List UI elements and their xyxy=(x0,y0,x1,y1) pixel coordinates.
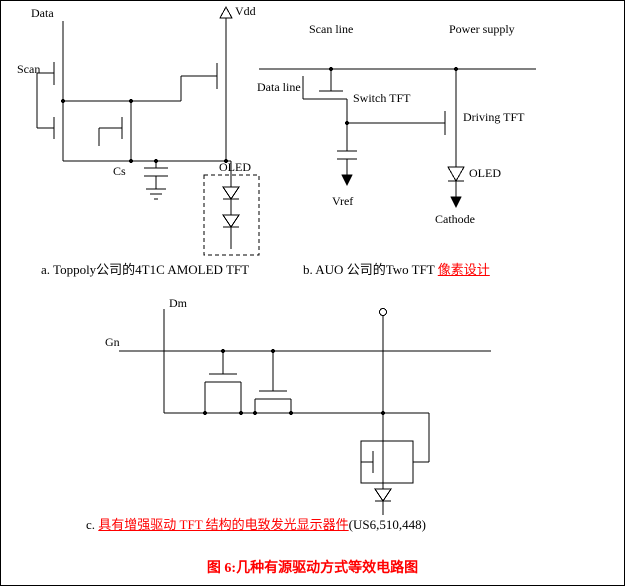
caption-b-prefix: b. AUO 公司的Two TFT xyxy=(303,262,438,277)
junction-dots-b xyxy=(329,67,458,125)
feedback-wire xyxy=(413,413,430,463)
bottom-diode-symbol xyxy=(374,488,392,515)
driving-tft-label: Driving TFT xyxy=(463,110,525,124)
gn-label: Gn xyxy=(105,335,120,349)
dm-label: Dm xyxy=(169,296,187,310)
caption-b-highlight: 像素设计 xyxy=(437,262,490,277)
storage-cap-symbol xyxy=(337,150,357,177)
cathode-arrow xyxy=(450,196,462,209)
caption-c-suffix: (US6,510,448) xyxy=(348,517,426,532)
t6-tft-symbol xyxy=(254,351,292,413)
t3-tft-symbol xyxy=(98,101,132,146)
junction-dots-c xyxy=(203,349,385,415)
cathode-label: Cathode xyxy=(435,212,475,226)
wires-a xyxy=(62,76,232,187)
switch-tft-label: Switch TFT xyxy=(353,91,411,105)
boxed-tft-symbol xyxy=(360,440,414,489)
scan-label: Scan xyxy=(17,62,41,76)
figure-caption: 图 6:几种有源驱动方式等效电路图 xyxy=(206,561,419,576)
circuit-b-art xyxy=(259,67,536,209)
cs-capacitor-symbol xyxy=(144,161,168,189)
vdd-label: Vdd xyxy=(235,4,256,18)
power-supply-label: Power supply xyxy=(449,22,515,36)
vdd-symbol xyxy=(219,5,233,58)
vref-arrow xyxy=(341,174,353,187)
drive-tft-symbol xyxy=(181,58,227,93)
data-line-label: Data line xyxy=(257,80,301,94)
caption-c-highlight: 具有增强驱动 TFT 结构的电致发光显示器件 xyxy=(98,517,349,532)
switch-tft-symbol xyxy=(303,69,348,151)
wires-c xyxy=(164,412,429,447)
output-terminal xyxy=(379,308,387,413)
caption-c-prefix: c. xyxy=(86,517,99,532)
data-label: Data xyxy=(31,6,54,20)
oled-b-label: OLED xyxy=(469,166,501,180)
caption-c: c. 具有增强驱动 TFT 结构的电致发光显示器件(US6,510,448) xyxy=(86,517,426,533)
vref-label: Vref xyxy=(332,194,354,208)
scan-line-label: Scan line xyxy=(309,22,354,36)
cs-label: Cs xyxy=(113,164,126,178)
t2-tft-symbol xyxy=(36,73,64,143)
junction-dots-a xyxy=(61,99,228,163)
oled-a-label: OLED xyxy=(219,160,251,174)
t5-tft-symbol xyxy=(204,351,242,413)
oled-diode-symbol xyxy=(447,166,465,199)
oled-stack-symbol xyxy=(203,174,260,256)
caption-b: b. AUO 公司的Two TFT 像素设计 xyxy=(303,262,490,278)
ground-symbol xyxy=(146,188,166,200)
circuit-a-art xyxy=(36,5,260,256)
t1-tft-symbol xyxy=(37,21,64,89)
caption-a: a. Toppoly公司的4T1C AMOLED TFT xyxy=(41,262,250,277)
driving-tft-symbol xyxy=(444,69,457,167)
circuit-c-art xyxy=(119,308,491,515)
